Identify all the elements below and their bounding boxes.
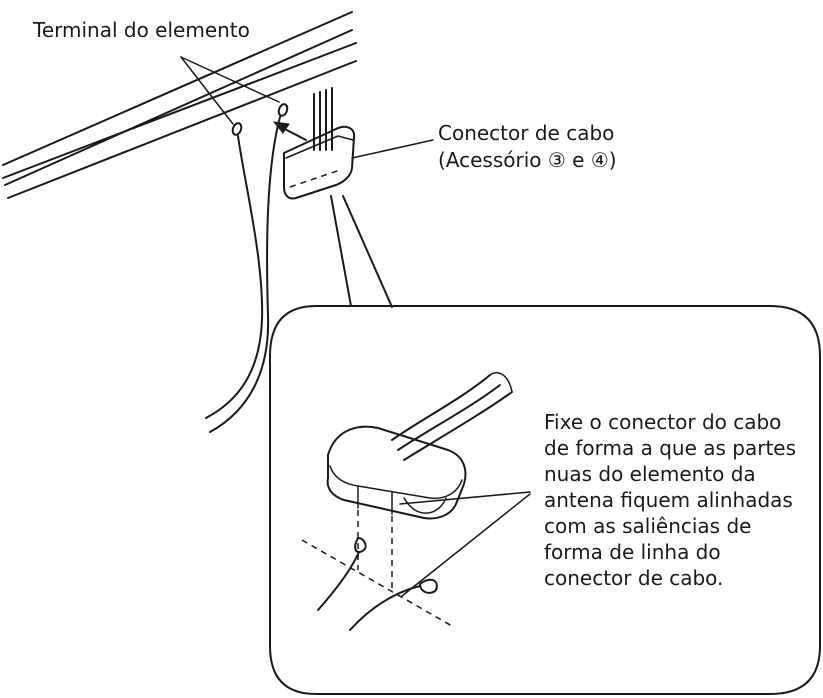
enlarged-cable-wire-3 <box>403 391 513 461</box>
terminal-loop-right <box>277 103 289 117</box>
note-line-2: de forma a que as partes <box>544 436 797 460</box>
terminal-loop-left <box>231 122 243 136</box>
enlarged-cable-wire-1 <box>391 374 491 441</box>
alignment-guides <box>301 510 453 627</box>
window-edge-line-3 <box>2 42 357 179</box>
connector-top-edge <box>285 135 354 159</box>
terminal-label: Terminal do elemento <box>33 18 250 42</box>
zoom-detail-box <box>269 305 821 695</box>
enlarged-connector-top-face <box>329 465 463 500</box>
element-wires-zoom <box>317 537 438 631</box>
terminal-leader-lines <box>180 56 280 125</box>
zoom-wedge-right <box>342 195 393 308</box>
zoom-wedge-left <box>330 195 352 307</box>
note-line-1: Fixe o conector do cabo <box>544 410 782 434</box>
connector-cable-wires <box>313 87 333 151</box>
note-leader-line-2 <box>401 493 531 597</box>
antenna-element-terminals <box>205 103 289 433</box>
alignment-dashed-diagonal <box>301 539 453 627</box>
antenna-wire-right <box>209 116 281 433</box>
note-line-5: com as saliências de <box>544 514 752 538</box>
enlarged-cable-wire-2 <box>397 384 501 451</box>
element-wire-left <box>317 551 360 611</box>
note-line-4: antena fiquem alinhadas <box>544 488 793 512</box>
connector-accessory-label: (Acessório ③ e ④) <box>438 148 617 172</box>
element-loop-right <box>419 578 438 594</box>
antenna-wire-left <box>205 135 264 419</box>
leader-line-right-terminal <box>180 56 280 103</box>
connector-title-label: Conector de cabo <box>438 121 615 145</box>
element-wire-right <box>349 585 421 631</box>
enlarged-connector-ridges <box>357 486 393 515</box>
window-edge-line-2 <box>4 29 353 186</box>
note-leader-lines <box>399 491 531 597</box>
note-line-7: conector de cabo. <box>544 566 724 590</box>
note-line-6: forma de linha do <box>544 540 721 564</box>
zoom-callout-wedge <box>330 195 393 308</box>
connector-body-small <box>283 125 356 200</box>
cable-connector-small <box>272 87 356 200</box>
connector-leader-line <box>351 139 434 159</box>
enlarged-cable-end <box>489 371 513 393</box>
window-edge-lines <box>2 11 357 199</box>
window-edge-line-1 <box>2 11 353 166</box>
note-leader-line-1 <box>399 491 531 505</box>
element-loop-left <box>354 537 367 554</box>
insert-arrow-icon <box>272 121 290 134</box>
connector-body-enlarged <box>326 425 467 520</box>
note-line-3: nuas do elemento da <box>544 462 756 486</box>
leader-line-left-terminal <box>180 56 234 125</box>
connector-dashed-line <box>289 169 341 188</box>
window-edge-line-4 <box>7 60 357 199</box>
